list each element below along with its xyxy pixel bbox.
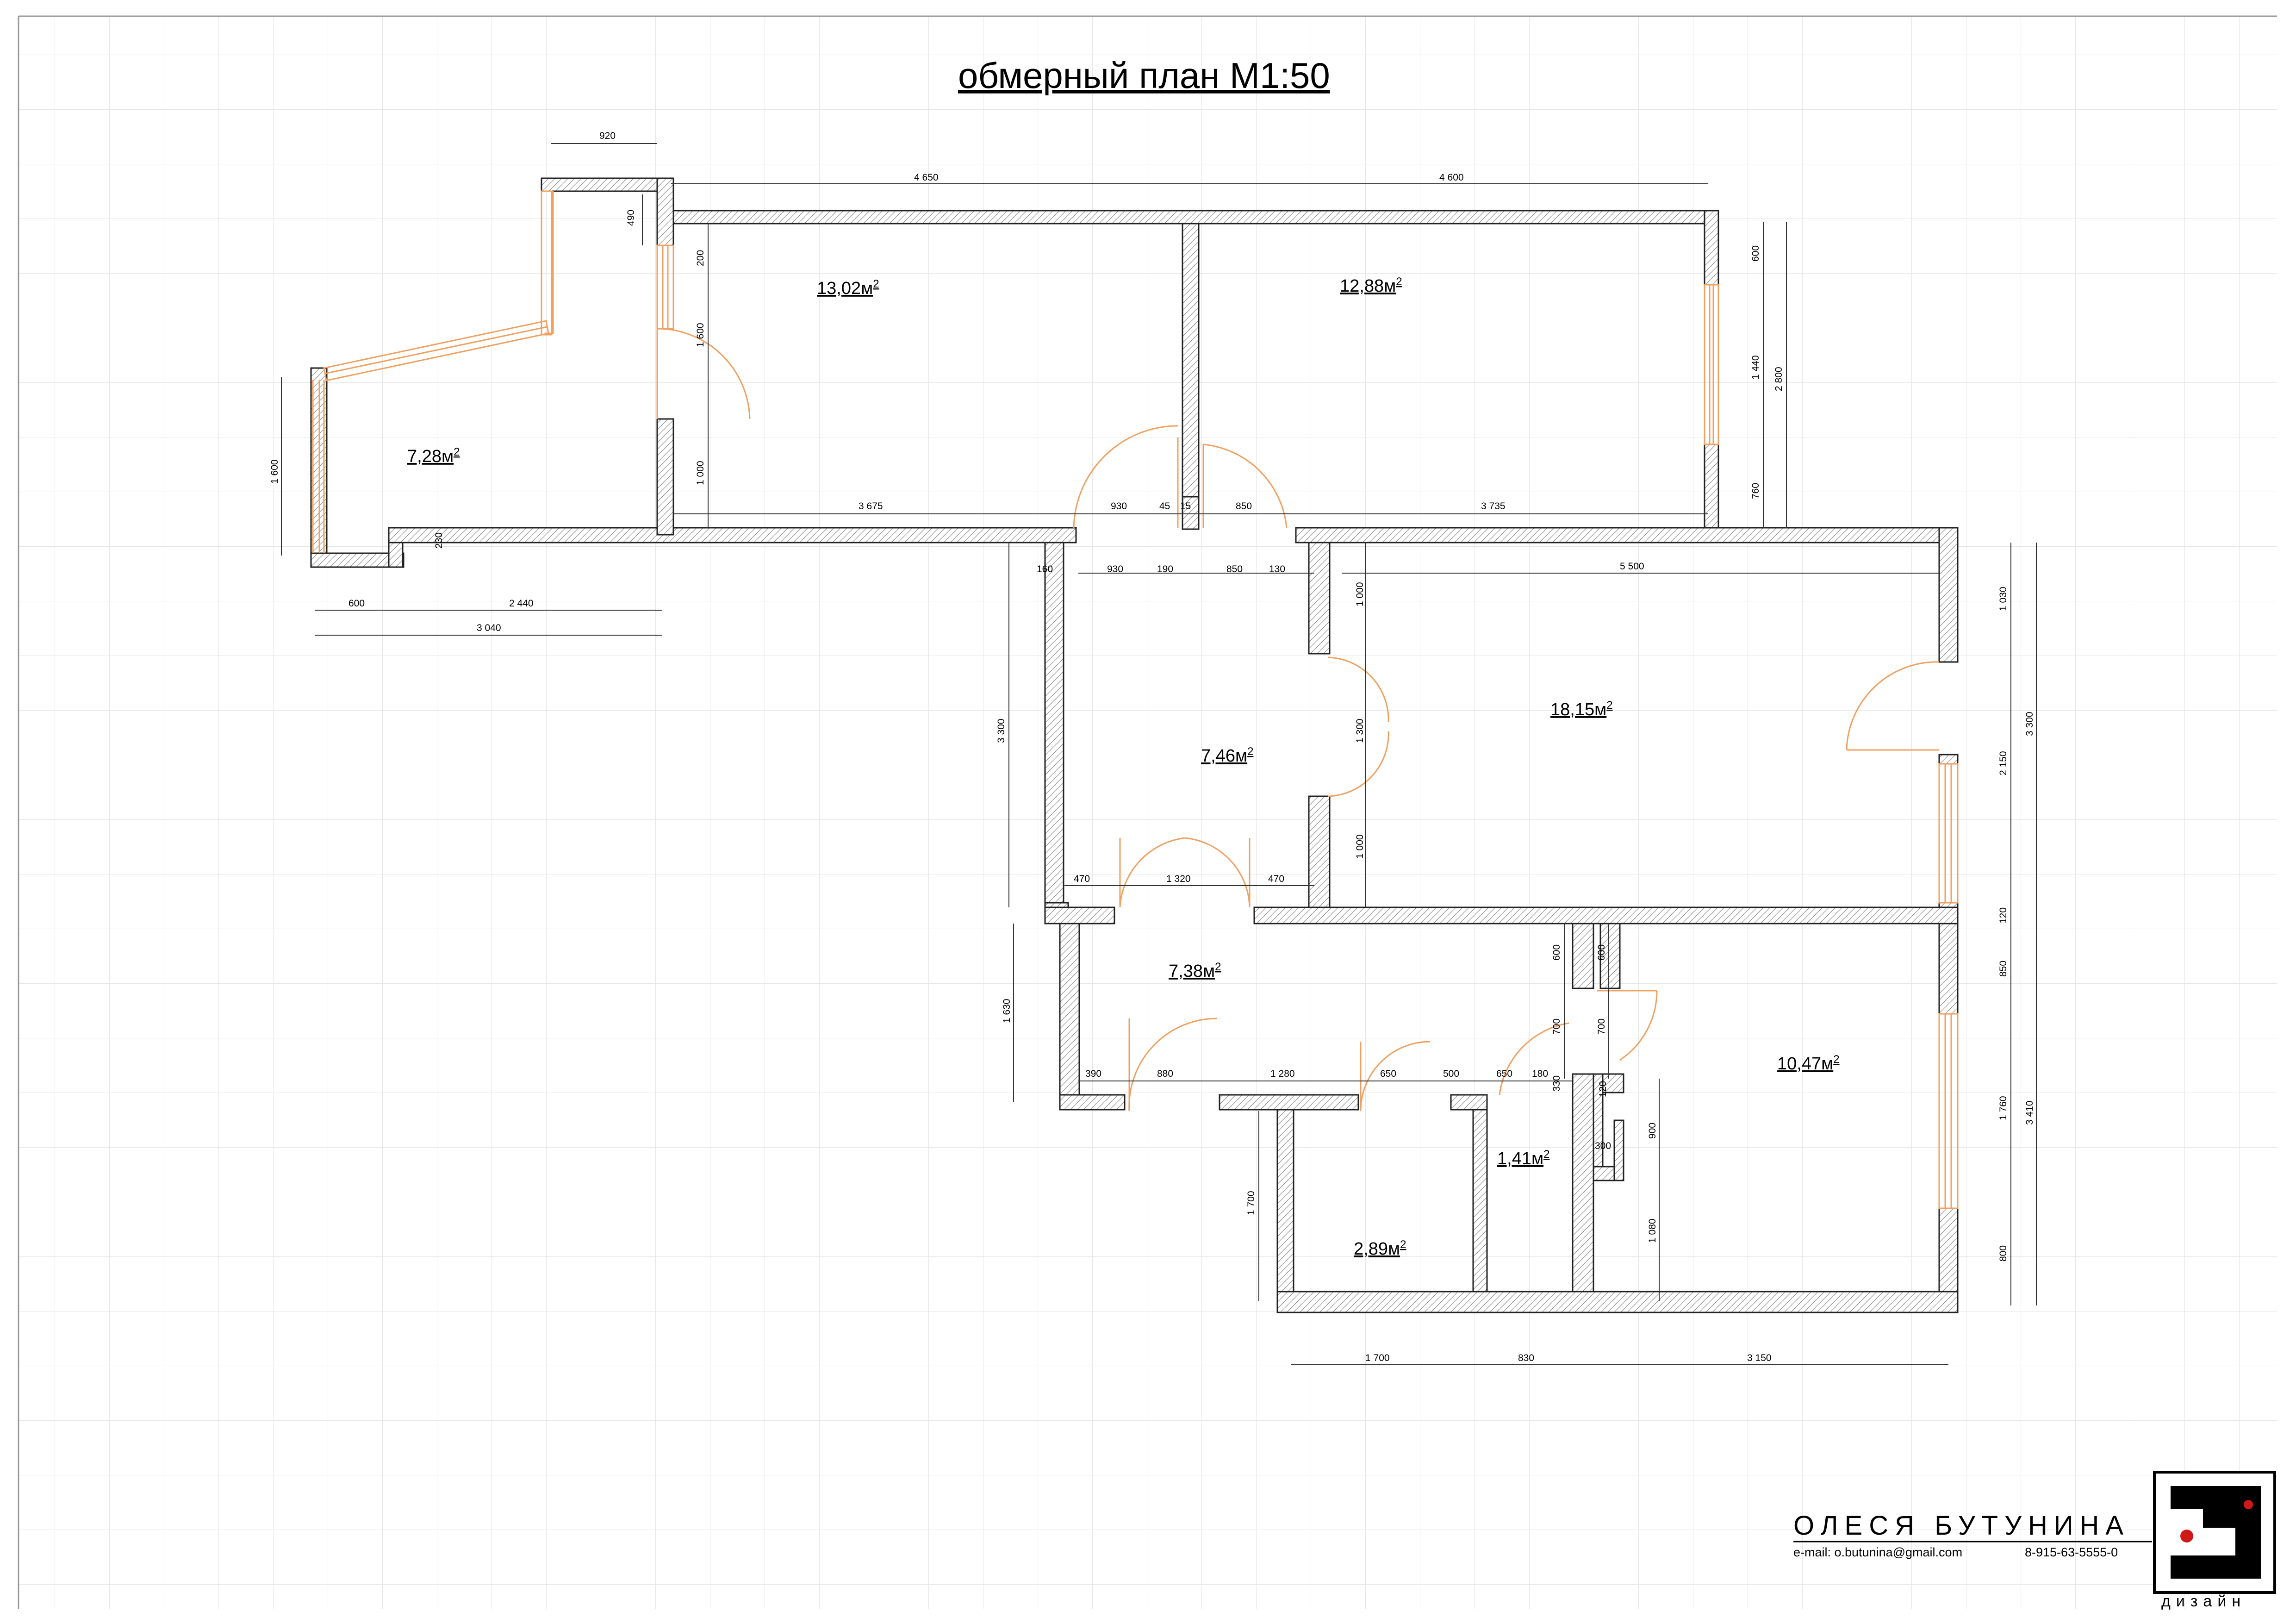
grid-background [19,16,2277,1609]
dim-label: 800 [1998,1245,2009,1262]
dim-label: 390 [1085,1068,1101,1079]
dim-label: 160 [1037,564,1053,575]
dim-label: 760 [1750,483,1761,499]
dim-label: 700 [1551,1018,1562,1035]
dim-label: 1 080 [1647,1218,1658,1243]
dim-label: 120 [1598,1081,1608,1097]
room-area: 7,38м2 [1169,961,1221,981]
dim-label: 1 700 [1246,1191,1257,1215]
dim-label: 3 300 [996,718,1007,743]
dim-label: 850 [1226,564,1243,575]
lamp-icon [2180,1530,2193,1543]
dim-label: 120 [1998,907,2009,924]
dim-label: 15 [1180,501,1191,512]
dim-label: 930 [1107,564,1123,575]
dim-label: 900 [1647,1123,1658,1139]
dim-label: 650 [1496,1068,1512,1079]
walls [310,177,1959,1313]
room-area: 18,15м2 [1550,699,1613,719]
dim-label: 600 [1750,245,1761,262]
dimension-labels: 920 4 650 4 600 490 200 1 600 1 000 1 60… [269,131,2035,1363]
dim-label: 850 [1236,501,1252,512]
dim-label: 1 320 [1166,874,1191,884]
room-area: 7,28м2 [407,446,460,466]
dim-label: 1 280 [1270,1068,1295,1079]
dim-label: 3 300 [2024,712,2035,736]
dim-label: 470 [1074,874,1090,884]
dim-label: 470 [1268,874,1284,884]
dim-label: 3 150 [1747,1353,1772,1363]
dim-label: 300 [1595,1141,1611,1151]
dim-label: 1 440 [1750,355,1761,380]
dim-label: 3 735 [1481,501,1506,512]
dim-label: 2 440 [509,598,534,609]
room-area: 12,88м2 [1340,275,1402,296]
room-areas: 13,02м2 12,88м2 7,28м2 18,15м2 7,46м2 7,… [407,275,1840,1259]
dim-label: 1 000 [1355,582,1365,606]
dim-label: 2 150 [1998,751,2009,775]
dim-label: 230 [434,532,444,549]
dim-label: 3 040 [477,623,501,633]
dim-label: 1 630 [1002,999,1012,1023]
dim-label: 200 [695,250,706,266]
dim-label: 330 [1551,1075,1562,1092]
brand-email: e-mail: o.butunina@gmail.com [1793,1545,1962,1559]
logo-mark [2171,1486,2261,1579]
brand-phone: 8-915-63-5555-0 [2025,1545,2118,1559]
page-title: обмерный план М1:50 [958,55,1330,96]
dim-label: 850 [1998,961,2009,977]
logo-text: дизайн [2161,1593,2246,1610]
brand-block: ОЛЕСЯ БУТУНИНА e-mail: o.butunina@gmail.… [1793,1471,2276,1610]
dim-label: 1 000 [1355,834,1365,859]
doors [656,328,1940,1112]
dim-label: 830 [1518,1353,1534,1363]
dim-label: 1 600 [695,323,706,347]
dim-label: 4 650 [914,172,939,183]
room-area: 1,41м2 [1497,1148,1549,1168]
dim-label: 930 [1111,501,1127,512]
dim-label: 1 600 [269,459,280,484]
dim-label: 180 [1532,1068,1548,1079]
dim-label: 4 600 [1439,172,1464,183]
dim-label: 1 030 [1998,587,2009,611]
room-area: 10,47м2 [1777,1053,1840,1074]
dim-label: 600 [348,598,365,609]
brand-name: ОЛЕСЯ БУТУНИНА [1793,1511,2130,1541]
dim-label: 190 [1157,564,1173,575]
windows [312,190,1959,1209]
room-area: 7,46м2 [1201,745,1253,766]
lamp-icon [2244,1500,2253,1509]
dim-label: 650 [1380,1068,1396,1079]
room-area: 13,02м2 [817,278,879,298]
dim-label: 45 [1159,501,1170,512]
dimension-lines [281,143,2037,1365]
dim-label: 3 410 [2024,1100,2035,1125]
dim-label: 1 000 [695,461,706,485]
dim-label: 700 [1596,1018,1607,1035]
dim-label: 600 [1551,944,1562,961]
dim-label: 3 675 [859,501,883,512]
dim-label: 5 500 [1620,561,1644,572]
dim-label: 130 [1269,564,1285,575]
dim-label: 2 800 [1773,367,1784,391]
dim-label: 600 [1596,944,1607,961]
dim-label: 1 300 [1355,718,1365,743]
dim-label: 1 760 [1998,1096,2009,1120]
dim-label: 920 [599,131,616,141]
room-area: 2,89м2 [1354,1238,1406,1259]
dim-label: 490 [626,210,636,226]
dim-label: 880 [1157,1068,1173,1079]
dim-label: 500 [1443,1068,1459,1079]
dim-label: 1 700 [1365,1353,1390,1363]
